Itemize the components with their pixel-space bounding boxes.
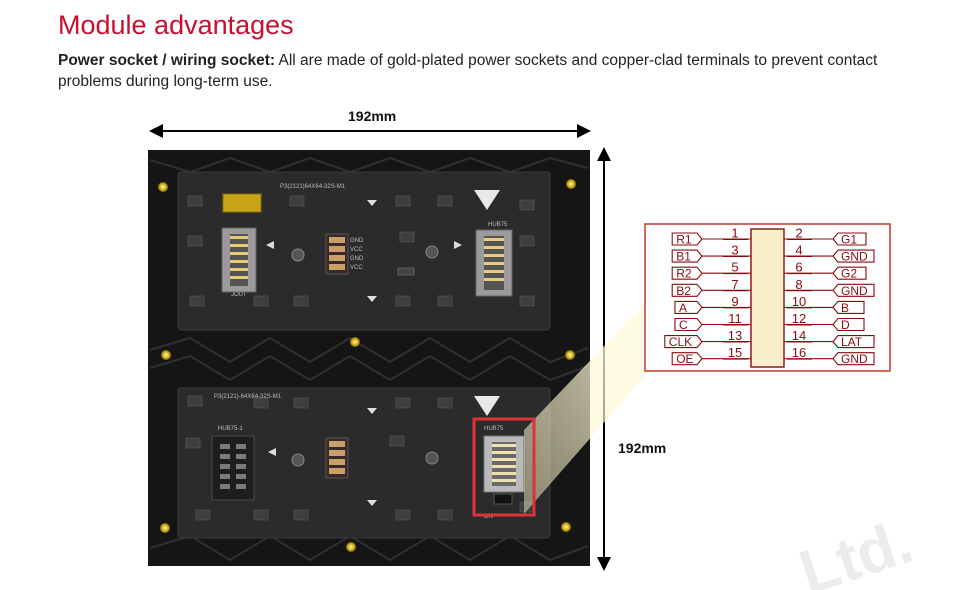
pin-header-body bbox=[750, 228, 785, 368]
pin-label-left-13: CLK bbox=[669, 335, 692, 349]
bottom-hub75-label-right: HUB75 bbox=[484, 426, 504, 432]
page-title: Module advantages bbox=[58, 10, 294, 40]
pin-tag-left-13 bbox=[664, 335, 703, 349]
socket-highlight-box bbox=[472, 417, 536, 517]
pin-number-5: 5 bbox=[731, 260, 738, 275]
height-dimension-label: 192mm bbox=[618, 440, 667, 456]
top-silk-label: P3(2121)64X64-32S-M1 bbox=[280, 184, 346, 190]
top-output-connector bbox=[221, 227, 257, 293]
pin-label-left-3: B1 bbox=[676, 250, 691, 264]
top-hub75-label: HUB75 bbox=[488, 222, 508, 228]
pin-tag-left-9 bbox=[674, 300, 703, 314]
pin-tag-right-10 bbox=[832, 300, 865, 314]
brand-logo-top bbox=[474, 190, 500, 210]
description-lead: Power socket / wiring socket: bbox=[58, 52, 276, 69]
bottom-input-connector bbox=[211, 435, 255, 501]
bottom-hub75-label-left: HUB75-1 bbox=[218, 426, 243, 432]
pin-number-3: 3 bbox=[731, 243, 738, 258]
pin-label-right-4: GND bbox=[841, 250, 868, 264]
pin-number-7: 7 bbox=[731, 277, 738, 292]
pin-tag-right-2 bbox=[832, 232, 867, 246]
pin-tag-left-7 bbox=[671, 283, 703, 297]
top-power-label-1: GND bbox=[350, 238, 364, 244]
top-power-label-2: VCC bbox=[350, 247, 363, 253]
bottom-power-socket bbox=[325, 437, 349, 479]
pin-tag-left-15 bbox=[671, 352, 703, 366]
pin-label-left-11: C bbox=[679, 318, 688, 332]
pin-number-16: 16 bbox=[792, 345, 806, 360]
pin-label-left-15: OE bbox=[676, 352, 693, 366]
pin-number-6: 6 bbox=[795, 260, 802, 275]
pin-tag-right-8 bbox=[832, 283, 875, 297]
jin-label: JIN bbox=[484, 514, 493, 520]
pin-label-left-5: R2 bbox=[676, 267, 692, 281]
pin-number-12: 12 bbox=[792, 311, 806, 326]
pin-number-15: 15 bbox=[728, 345, 742, 360]
pin-label-left-1: R1 bbox=[676, 233, 692, 247]
pin-tag-left-3 bbox=[671, 249, 703, 263]
pin-label-left-7: B2 bbox=[676, 284, 691, 298]
pin-label-right-10: B bbox=[841, 301, 849, 315]
top-input-connector bbox=[475, 229, 513, 297]
pin-number-1: 1 bbox=[731, 226, 738, 241]
pin-tag-right-4 bbox=[832, 249, 875, 263]
pin-label-right-14: LAT bbox=[841, 335, 863, 349]
pin-tag-right-14 bbox=[832, 335, 875, 349]
jout-label: JOUT bbox=[231, 292, 247, 298]
pin-number-13: 13 bbox=[728, 328, 742, 343]
pin-label-right-8: GND bbox=[841, 284, 868, 298]
pin-number-14: 14 bbox=[792, 328, 806, 343]
watermark: Ltd. bbox=[792, 507, 921, 590]
pin-number-10: 10 bbox=[792, 294, 806, 309]
pin-number-2: 2 bbox=[795, 226, 802, 241]
brand-logo-bottom bbox=[474, 396, 500, 416]
led-module-board: P3(2121)64X64-32S-M1 P3(2121)-64X64-32S-… bbox=[148, 150, 590, 566]
pin-tag-right-6 bbox=[832, 266, 867, 280]
pin-label-right-2: G1 bbox=[841, 233, 857, 247]
pin-tag-left-5 bbox=[671, 266, 703, 280]
zoom-beam bbox=[524, 300, 648, 514]
description-text: All are made of gold-plated power socket… bbox=[58, 52, 878, 90]
pin-number-8: 8 bbox=[795, 277, 802, 292]
pin-number-9: 9 bbox=[731, 294, 738, 309]
pin-tag-right-12 bbox=[832, 317, 865, 332]
width-dimension-label: 192mm bbox=[348, 108, 397, 124]
bottom-silk-label: P3(2121)-64X64-32S-M1 bbox=[214, 394, 282, 400]
highlighted-socket bbox=[483, 435, 525, 505]
pin-label-right-6: G2 bbox=[841, 267, 857, 281]
top-power-label-3: GND bbox=[350, 256, 364, 262]
pin-label-left-9: A bbox=[679, 301, 687, 315]
top-power-label-4: VCC bbox=[350, 265, 363, 271]
pin-number-4: 4 bbox=[795, 243, 802, 258]
description: Power socket / wiring socket: All are ma… bbox=[58, 50, 918, 92]
pin-tag-left-1 bbox=[671, 232, 703, 246]
width-dimension-arrow bbox=[149, 124, 591, 138]
pin-label-right-16: GND bbox=[841, 352, 868, 366]
top-power-socket: GND VCC GND VCC bbox=[325, 233, 364, 275]
mounting-holes bbox=[158, 179, 576, 552]
pin-label-right-12: D bbox=[841, 318, 850, 332]
pin-number-11: 11 bbox=[728, 311, 742, 326]
pin-tag-right-16 bbox=[832, 352, 875, 366]
pin-tag-left-11 bbox=[674, 317, 703, 332]
